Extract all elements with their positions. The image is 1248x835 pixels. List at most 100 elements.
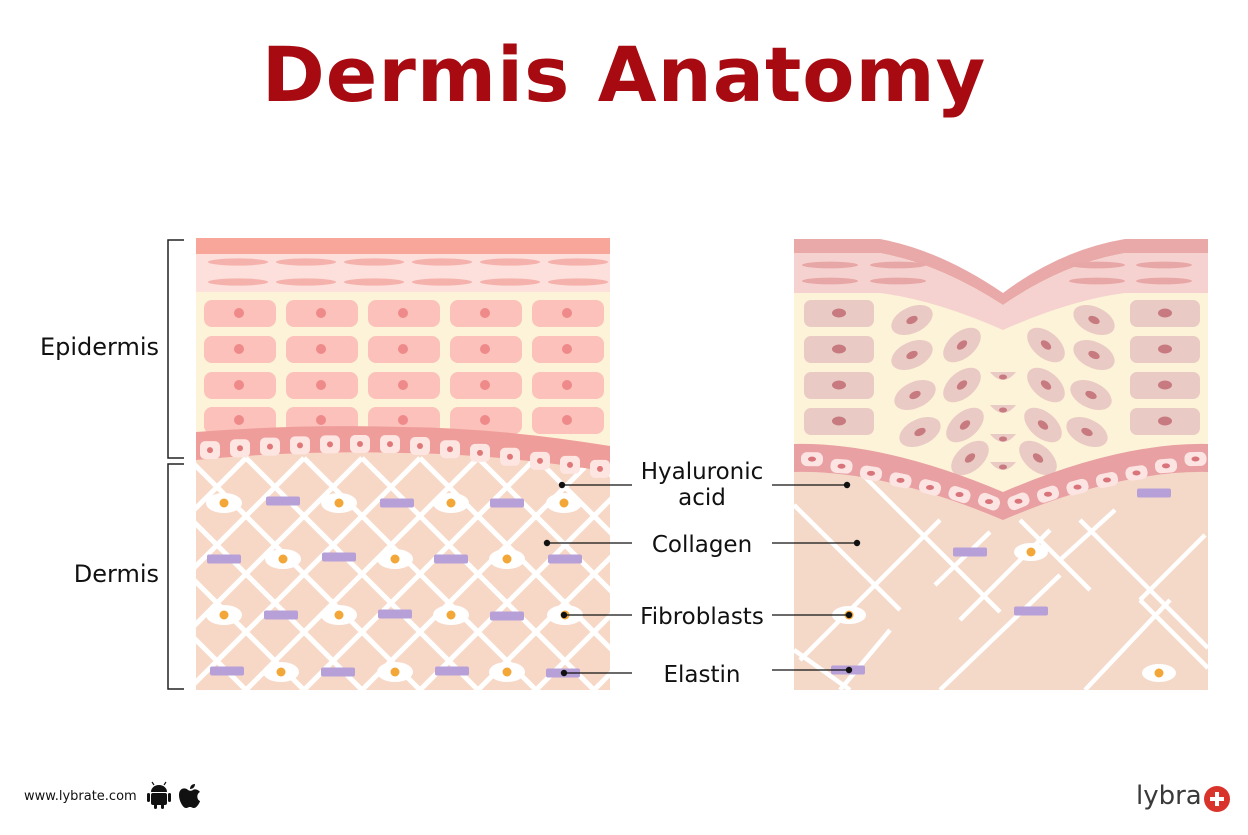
flat-cell <box>1136 277 1192 285</box>
wrinkled-cell-nucleus <box>909 390 921 400</box>
left-keratinocytes <box>204 300 604 434</box>
fibroblast-nucleus <box>334 610 344 620</box>
basal-cell-nucleus <box>1191 456 1200 462</box>
collagen-right-dot <box>853 539 861 547</box>
basal-cell-nucleus <box>357 441 363 448</box>
wrinkled-cell-nucleus <box>1040 340 1052 350</box>
flat-cell <box>276 258 336 266</box>
basal-cell-nucleus <box>808 456 816 462</box>
elastin-fiber <box>378 609 412 619</box>
basal-cell-nucleus <box>1044 491 1052 497</box>
flat-cell <box>548 258 608 266</box>
flat-cell <box>276 278 336 286</box>
left-granular-layer <box>196 254 610 292</box>
fibroblast-nucleus <box>1154 668 1164 678</box>
left-basal-cells <box>200 435 610 478</box>
wrinkled-cell-nucleus <box>1037 420 1049 430</box>
collagen-fiber <box>1138 598 1208 670</box>
wrinkled-cell-nucleus <box>1040 380 1052 390</box>
elastin-fiber <box>380 498 414 508</box>
keratinocyte-nucleus <box>480 344 490 354</box>
android-icon[interactable] <box>147 781 171 809</box>
elastin-fiber <box>434 554 468 564</box>
fibroblast-nucleus <box>278 554 288 564</box>
collagen-fiber <box>418 456 610 690</box>
flat-cell <box>344 258 404 266</box>
dermis-bracket <box>167 463 184 690</box>
elastin-fiber <box>322 552 356 562</box>
flat-cell <box>480 278 540 286</box>
elastin-label: Elastin <box>664 662 741 688</box>
fibroblast-nucleus <box>276 667 286 677</box>
collagen-fiber <box>938 573 1062 690</box>
hyaluronic-label-line1: Hyaluronic <box>641 459 764 485</box>
collagen-fiber <box>933 530 992 587</box>
elastin-fiber <box>264 610 298 620</box>
fibroblast-nucleus <box>390 554 400 564</box>
collagen-fiber <box>1018 518 1092 592</box>
keratinocyte-nucleus <box>832 308 846 318</box>
keratinocyte-nucleus <box>562 308 572 318</box>
collagen-fiber <box>1058 508 1117 562</box>
wrinkle-cell-nucleus <box>999 464 1007 470</box>
fibroblast-nucleus <box>390 667 400 677</box>
elastin-fiber <box>1137 488 1171 498</box>
wrinkle-cell-nucleus <box>999 407 1007 413</box>
flat-cell <box>480 258 540 266</box>
basal-cell-nucleus <box>926 484 934 490</box>
callout-fibroblasts: Fibroblasts <box>560 604 853 630</box>
wrinkled-cell-nucleus <box>956 380 968 390</box>
keratinocyte-nucleus <box>480 415 490 425</box>
young-skin-panel <box>196 238 610 690</box>
right-granular-layer <box>794 253 1208 330</box>
footer-url[interactable]: www.lybrate.com <box>24 789 137 804</box>
keratinocyte-nucleus <box>398 344 408 354</box>
collagen-fiber <box>838 628 892 690</box>
keratinocyte-nucleus <box>234 344 244 354</box>
keratinocyte-nucleus <box>316 344 326 354</box>
keratinocyte-nucleus <box>234 308 244 318</box>
keratinocyte-nucleus <box>832 344 846 354</box>
keratinocyte-nucleus <box>480 380 490 390</box>
flat-cell <box>1136 261 1192 269</box>
elastin-right-dot <box>845 666 853 674</box>
basal-cell-nucleus <box>267 443 273 450</box>
wrinkled-cell-nucleus <box>1088 315 1100 325</box>
keratinocyte-nucleus <box>1158 416 1172 426</box>
fibroblast-nucleus <box>219 498 229 508</box>
wrinkled-cell-nucleus <box>964 453 976 463</box>
epidermis-label: Epidermis <box>40 333 159 361</box>
right-flat-cells <box>802 261 1192 285</box>
flat-cell <box>870 277 926 285</box>
basal-cell-nucleus <box>567 461 573 468</box>
fibroblast-nucleus <box>502 667 512 677</box>
basal-cell-nucleus <box>1162 463 1170 469</box>
flat-cell <box>870 261 926 269</box>
basal-cell-nucleus <box>327 441 333 448</box>
basal-cell-nucleus <box>537 457 543 464</box>
elastin-fiber <box>207 554 241 564</box>
basal-cell-nucleus <box>447 446 453 453</box>
left-fibroblasts <box>206 493 583 682</box>
elastin-fiber <box>490 611 524 621</box>
elastin-fiber <box>1014 606 1048 616</box>
hyaluronic-left-dot <box>558 481 566 489</box>
basal-cell-nucleus <box>1014 498 1023 504</box>
collagen-fiber <box>196 456 306 690</box>
fibroblast-nucleus <box>446 498 456 508</box>
collagen-left-dot <box>543 539 551 547</box>
fibroblasts-left-dot <box>560 611 568 619</box>
keratinocyte-nucleus <box>316 415 326 425</box>
fibroblast-nucleus <box>559 498 569 508</box>
wrinkled-cell-nucleus <box>1085 390 1097 400</box>
keratinocyte-nucleus <box>234 380 244 390</box>
flat-cell <box>412 258 472 266</box>
collagen-fiber <box>196 456 422 690</box>
wrinkled-cell-nucleus <box>959 420 971 430</box>
fibroblast-nucleus <box>446 610 456 620</box>
basal-cell-nucleus <box>1103 477 1111 483</box>
wrinkle-cell-nucleus <box>999 436 1007 442</box>
flat-cell <box>208 258 268 266</box>
keratinocyte-nucleus <box>234 415 244 425</box>
apple-icon[interactable] <box>179 784 200 808</box>
